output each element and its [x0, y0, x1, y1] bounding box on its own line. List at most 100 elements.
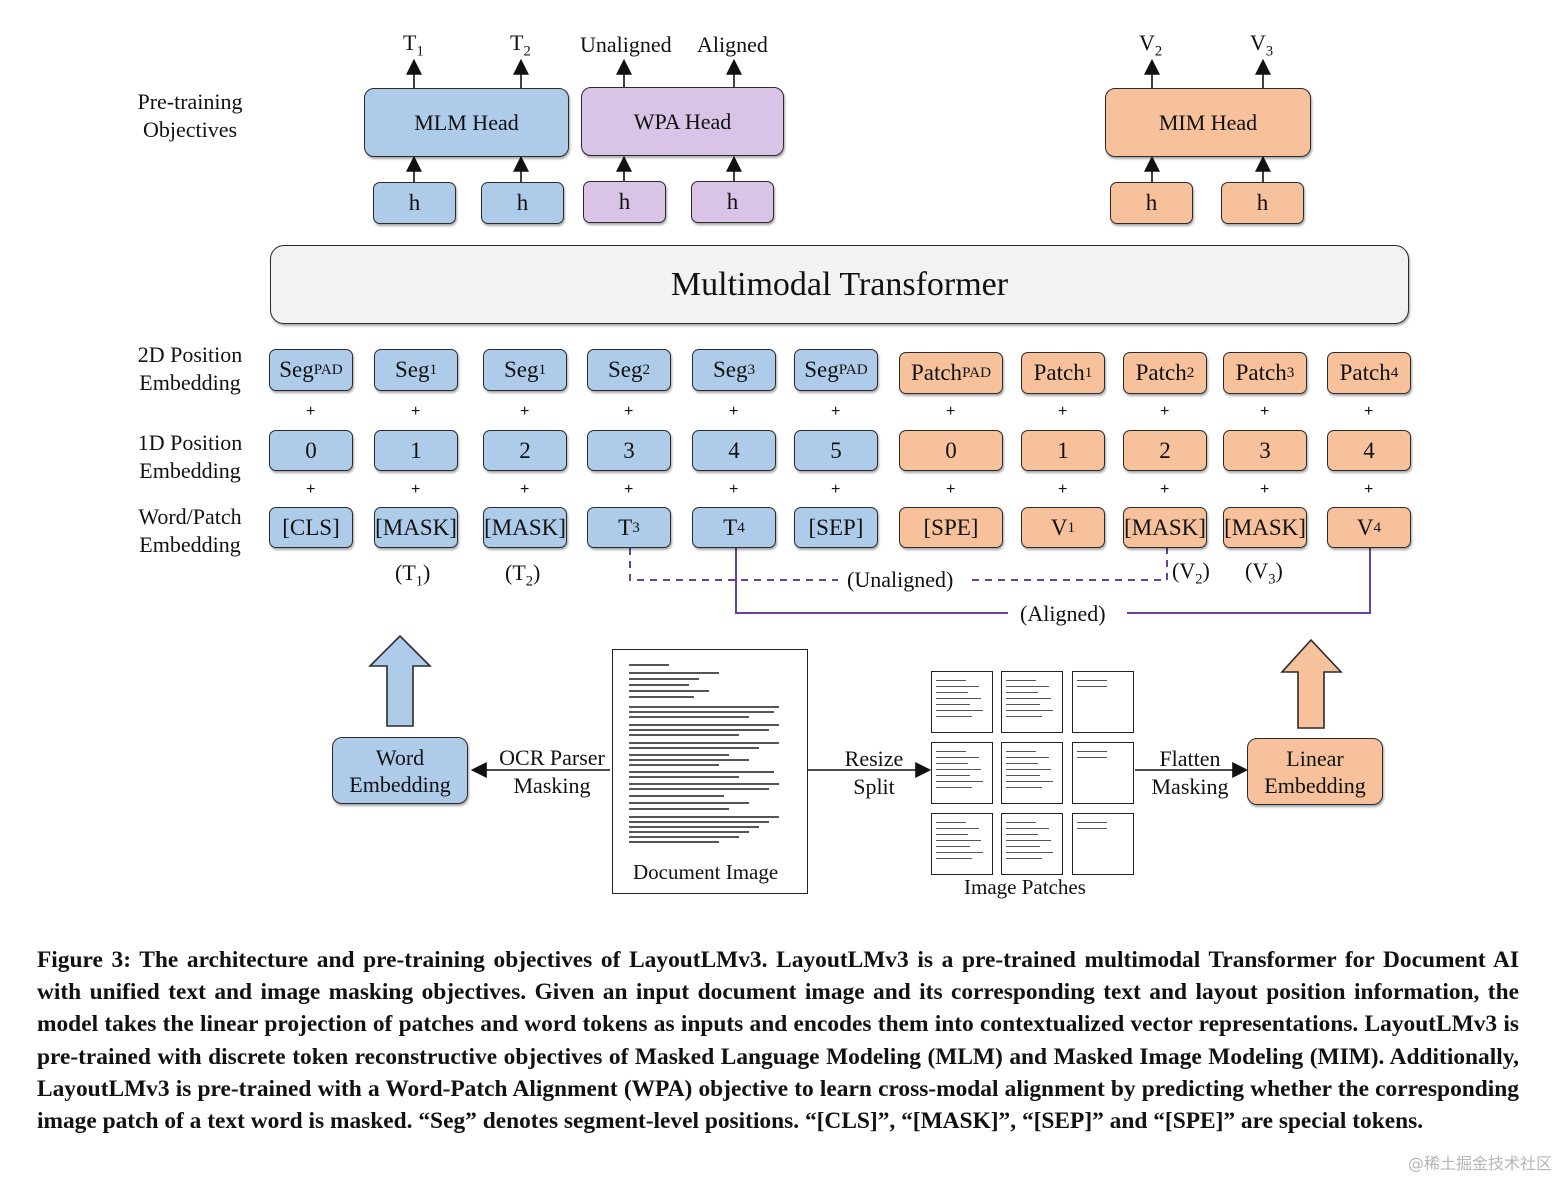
document-text-line [629, 696, 694, 698]
pos2d-box-sub: 1 [1084, 364, 1093, 381]
token-box-sub: 4 [1373, 518, 1382, 536]
pos2d-box-sub: 1 [429, 361, 438, 378]
patch-text-line [936, 840, 981, 841]
token-box-text: [SEP] [808, 514, 864, 540]
masked-target-t1: (T1) [395, 560, 430, 590]
patch-text-line [1006, 704, 1040, 705]
patch-text-line [936, 852, 983, 853]
patch-text-line [1077, 822, 1107, 823]
patch-text-line [1006, 828, 1049, 829]
document-text-line [629, 783, 779, 785]
output-v2: V2 [1139, 30, 1162, 60]
pos1d-label: 1D Position Embedding [118, 429, 262, 485]
output-t2-sub: 2 [523, 43, 531, 60]
pos2d-label-line1: 2D Position [137, 342, 243, 367]
word-embedding-box: Word Embedding [332, 737, 468, 804]
patch-text-line [936, 822, 966, 823]
plus-sign: + [729, 481, 739, 498]
document-text-line [629, 788, 769, 790]
patch-text-line [1006, 781, 1053, 782]
objectives-label: Pre-training Objectives [120, 88, 260, 144]
flatten-label: Flatten Masking [1140, 745, 1240, 801]
patch-text-line [936, 680, 966, 681]
pos2d-box-sub: 1 [538, 361, 547, 378]
token-box-text: V [1050, 514, 1068, 540]
image-patch [931, 671, 993, 733]
pos1d-box: 3 [587, 430, 671, 471]
objectives-label-line2: Objectives [142, 117, 238, 142]
document-text-line [629, 831, 749, 833]
pos2d-box-text: Seg [503, 357, 539, 382]
diagram-connectors [368, 58, 1371, 778]
document-text-line [629, 747, 759, 749]
figure-caption: Figure 3: The architecture and pre-train… [37, 947, 1519, 1135]
token-box-text: [SPE] [923, 514, 979, 540]
pos2d-box-text: Seg [607, 357, 643, 382]
document-text-line [629, 764, 719, 766]
patch-text-line [936, 757, 979, 758]
aligned-link [735, 548, 1008, 614]
output-t2-text: T [510, 30, 524, 55]
output-v3: V3 [1250, 30, 1273, 60]
plus-sign: + [1058, 481, 1068, 498]
token-box-text: [MASK] [1224, 514, 1306, 540]
pos1d-box: 0 [269, 430, 353, 471]
document-text-line [629, 816, 779, 818]
patch-text-line [936, 775, 970, 776]
objectives-label-line1: Pre-training [137, 89, 243, 114]
token-box: [MASK] [483, 507, 567, 548]
document-image-label: Document Image [633, 860, 779, 884]
token-box: [MASK] [1223, 507, 1307, 548]
patch-text-line [1006, 858, 1042, 859]
plus-sign: + [1160, 403, 1170, 420]
word-patch-label-line1: Word/Patch [138, 504, 242, 529]
pos1d-box: 5 [794, 430, 878, 471]
patch-text-line [1077, 751, 1107, 752]
plus-sign: + [1160, 481, 1170, 498]
word-up-arrow [368, 634, 432, 727]
pos2d-box-sub: 2 [642, 361, 651, 378]
masked-target-t2: (T2) [505, 560, 540, 590]
patch-text-line [1006, 787, 1042, 788]
document-text-line [629, 734, 739, 736]
image-patch [931, 813, 993, 875]
patch-text-line [936, 692, 968, 693]
ocr-label-line2: Masking [513, 773, 591, 798]
patch-text-line [1006, 757, 1049, 758]
patch-text-line [1006, 698, 1051, 699]
unaligned-link-label: (Unaligned) [847, 567, 954, 592]
plus-sign: + [729, 403, 739, 420]
word-embedding-line2: Embedding [349, 771, 451, 797]
patch-text-line [1006, 834, 1038, 835]
document-text-line [629, 742, 779, 744]
pos1d-box: 3 [1223, 430, 1307, 471]
plus-sign: + [306, 403, 316, 420]
pos2d-box-sub: PAD [962, 364, 992, 381]
aligned-link-label: (Aligned) [1020, 601, 1106, 626]
patch-text-line [936, 787, 972, 788]
document-text-line [629, 684, 689, 686]
document-text-line [629, 690, 709, 692]
token-box: [CLS] [269, 507, 353, 548]
document-text-line [629, 776, 739, 778]
plus-sign: + [624, 403, 634, 420]
patch-text-line [936, 828, 979, 829]
pos1d-box: 4 [1327, 430, 1411, 471]
plus-sign: + [411, 481, 421, 498]
plus-sign: + [1364, 403, 1374, 420]
hidden-state: h [1110, 182, 1193, 224]
document-text-line [629, 754, 729, 756]
pos2d-label: 2D Position Embedding [118, 341, 262, 397]
image-patch [931, 742, 993, 804]
plus-sign: + [1058, 403, 1068, 420]
plus-sign: + [1260, 481, 1270, 498]
plus-sign: + [831, 481, 841, 498]
pos2d-box-sub: PAD [313, 361, 343, 378]
flatten-label-line2: Masking [1151, 774, 1229, 799]
